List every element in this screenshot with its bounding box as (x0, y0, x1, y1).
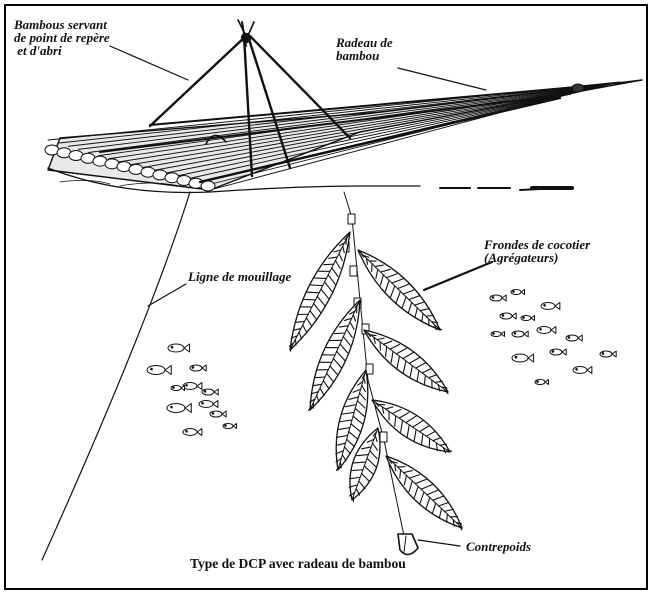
fish (147, 366, 171, 375)
fish (168, 344, 190, 352)
caption: Type de DCP avec radeau de bambou (190, 556, 406, 572)
fish (535, 380, 549, 385)
fish (223, 424, 237, 429)
label-counterweight: Contrepoids (466, 540, 531, 553)
fish (521, 316, 535, 321)
fish (500, 313, 516, 319)
label-raft: Radeau de bambou (336, 36, 393, 62)
label-mooring-line: Ligne de mouillage (188, 270, 291, 283)
mooring-line (42, 192, 190, 560)
coconut-frond (372, 400, 452, 453)
fish (600, 351, 616, 357)
label-fronds: Frondes de cocotier (Agrégateurs) (484, 238, 590, 264)
raft-slat (89, 85, 608, 153)
fish (550, 349, 566, 355)
coconut-frond (364, 330, 448, 394)
counterweight (398, 534, 418, 555)
fish (199, 401, 218, 408)
fish (541, 303, 560, 310)
fish (183, 429, 202, 436)
coconut-frond (386, 456, 462, 530)
fish (537, 327, 556, 334)
fish (511, 290, 525, 295)
fish (167, 404, 191, 413)
fish (202, 389, 218, 395)
raft-log-end (201, 181, 215, 191)
fish (183, 383, 202, 390)
label-bamboo-marker: Bambous servant de point de repère et d'… (14, 18, 110, 57)
fish (190, 365, 206, 371)
fish (566, 335, 582, 341)
fish (171, 386, 185, 391)
fish (512, 354, 534, 362)
fish (210, 411, 226, 417)
bamboo-raft (45, 80, 642, 191)
fish (491, 332, 505, 337)
coconut-frond (358, 250, 442, 330)
fish (512, 331, 528, 337)
coconut-fronds (289, 232, 462, 530)
fish (490, 295, 506, 301)
fish (573, 367, 592, 374)
